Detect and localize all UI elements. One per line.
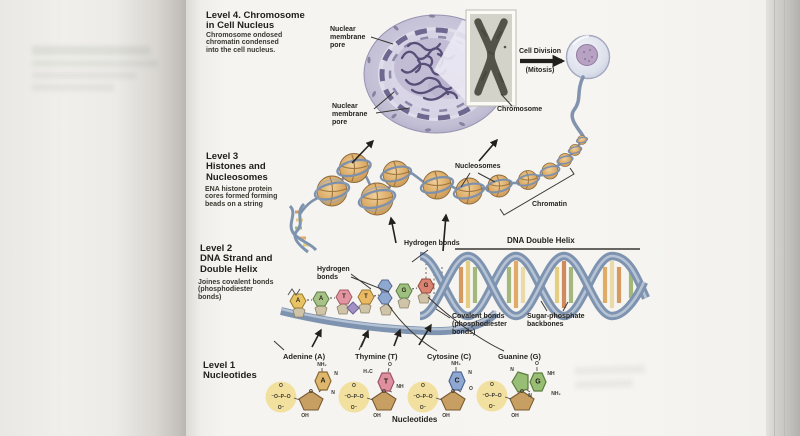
- guanine-ring-letter: G: [535, 378, 541, 386]
- chem-label: O: [279, 383, 283, 389]
- level1-heading: Level 1 Nucleotides: [203, 360, 257, 382]
- showthrough-text: [32, 84, 114, 91]
- chem-label: O⁻: [277, 405, 285, 411]
- strand-bases: [289, 278, 435, 315]
- strand-base-letter: G: [423, 283, 429, 289]
- chem-label: ⁻O–P–O: [482, 393, 502, 399]
- inset-wedge: [434, 16, 467, 102]
- strand-base-letter: A: [318, 296, 324, 302]
- showthrough-text: [32, 60, 158, 67]
- unwinding-helix: [288, 202, 318, 254]
- thymine-ring-letter: T: [383, 378, 389, 386]
- level-arrows: [311, 138, 498, 348]
- level2-heading: Level 2 DNA Strand and Double Helix: [200, 243, 273, 275]
- chem-label: ⁻O–P–O: [271, 394, 291, 400]
- level2-description: Joines covalent bonds (phosphodiester bo…: [198, 279, 274, 301]
- showthrough-text: [32, 46, 150, 55]
- nuclear-pore-label-bottom: Nuclear membrane pore: [332, 103, 368, 126]
- daughter-cell-illustration: [565, 34, 611, 138]
- nuclear-pore-label-top: Nuclear membrane pore: [330, 26, 366, 49]
- chromatin-label: Chromatin: [532, 201, 567, 208]
- level3-heading: Level 3 Histones and Nucleosomes: [206, 151, 268, 183]
- nucleosome-chain-illustration: [288, 135, 589, 254]
- chem-label: N: [510, 367, 514, 373]
- nuclear-pore-marks: [367, 14, 491, 132]
- broken-bond-zigzag: [287, 288, 301, 296]
- chem-label: ⁻O–P–O: [344, 394, 364, 400]
- cytosine-name-label: Cytosine (C): [427, 352, 472, 361]
- strand-base-letter: T: [342, 294, 346, 300]
- chem-label: N: [468, 370, 472, 376]
- chromosome-inset-illustration: [465, 9, 517, 107]
- chem-label: O: [520, 389, 524, 395]
- guanine-name-label: Guanine (G): [498, 352, 541, 361]
- chem-label: O: [388, 362, 392, 368]
- flat-dna-strand-illustration: [280, 278, 499, 336]
- adenine-ring-letter: A: [320, 377, 326, 385]
- level4-description: Chromosome ondosed chromatin condensed i…: [206, 32, 283, 54]
- showthrough-text: [32, 72, 136, 79]
- hydrogen-bonds-helix-label: Hydrogen bonds: [404, 240, 460, 247]
- chem-label: O⁻: [488, 404, 496, 410]
- strand-base-letter: T: [364, 294, 368, 300]
- chem-label: O: [469, 386, 473, 392]
- mitosis-label: (Mitosis): [525, 67, 555, 75]
- nucleosomes-label: Nucleosomes: [455, 163, 501, 170]
- chem-label: NH₂: [551, 391, 561, 397]
- chem-label: O: [451, 389, 455, 395]
- chem-label: NH: [396, 384, 404, 390]
- nucleotides-caption: Nucleotides: [392, 415, 438, 424]
- chem-label: OH: [511, 413, 519, 419]
- chem-label: OH: [442, 413, 450, 419]
- nucleotide-structures-illustration: [265, 367, 547, 413]
- thymine-name-label: Thymine (T): [355, 352, 398, 361]
- page-stack-edge: [766, 0, 800, 436]
- chem-label: OH: [373, 413, 381, 419]
- cell-division-label: Cell Division: [518, 48, 562, 56]
- dna-double-helix-label: DNA Double Helix: [507, 236, 575, 245]
- cell-division-group: [520, 34, 611, 138]
- hydrogen-bonds-strand-label: Hydrogen bonds: [317, 266, 350, 281]
- adenine-name-label: Adenine (A): [283, 352, 326, 361]
- dna-double-helix-illustration: [418, 251, 650, 321]
- chem-label: N: [528, 393, 532, 399]
- chem-label: O: [352, 383, 356, 389]
- strand-base-letter: G: [401, 288, 407, 294]
- chem-label: O⁻: [350, 405, 358, 411]
- chem-label: NH₂: [317, 362, 327, 368]
- chem-label: O: [382, 389, 386, 395]
- strand-sugars: [292, 291, 431, 318]
- strand-hbond-dashes: [307, 287, 418, 301]
- chem-label: H₃C: [363, 369, 373, 375]
- chem-label: O⁻: [419, 405, 427, 411]
- chem-label: NH: [547, 371, 555, 377]
- chem-label: O: [309, 389, 313, 395]
- chem-label: ⁻O–P–O: [413, 394, 433, 400]
- sugar-rings: [298, 390, 535, 411]
- level4-heading: Level 4. Chromosome in Cell Nucleus: [206, 10, 305, 32]
- covalent-bonds-label: Covalent bonds (phosphodiester bonds): [452, 313, 507, 336]
- phosphate-highlights: [265, 380, 508, 413]
- cell-tail: [570, 75, 585, 138]
- chem-label: NH₂: [451, 361, 461, 367]
- chem-label: O: [535, 361, 539, 367]
- chromosome-label: Chromosome: [497, 106, 543, 113]
- pointer-lines: [273, 36, 640, 352]
- cytosine-ring-letter: C: [454, 377, 460, 385]
- chem-label: O: [421, 383, 425, 389]
- chem-label: N: [331, 390, 335, 396]
- chem-label: O: [490, 382, 494, 388]
- page-edge-line: [784, 0, 785, 436]
- chem-label: N: [334, 371, 338, 377]
- nucleotide-bases: [314, 371, 547, 393]
- chem-label: OH: [301, 413, 309, 419]
- strand-base-letter: A: [295, 298, 301, 304]
- page-edge-line: [774, 0, 775, 436]
- left-page: [0, 0, 186, 436]
- level3-description: ENA histone protein cores formed forming…: [205, 186, 278, 208]
- sugar-phosphate-label: Sugar-phosphate backbones: [527, 313, 585, 328]
